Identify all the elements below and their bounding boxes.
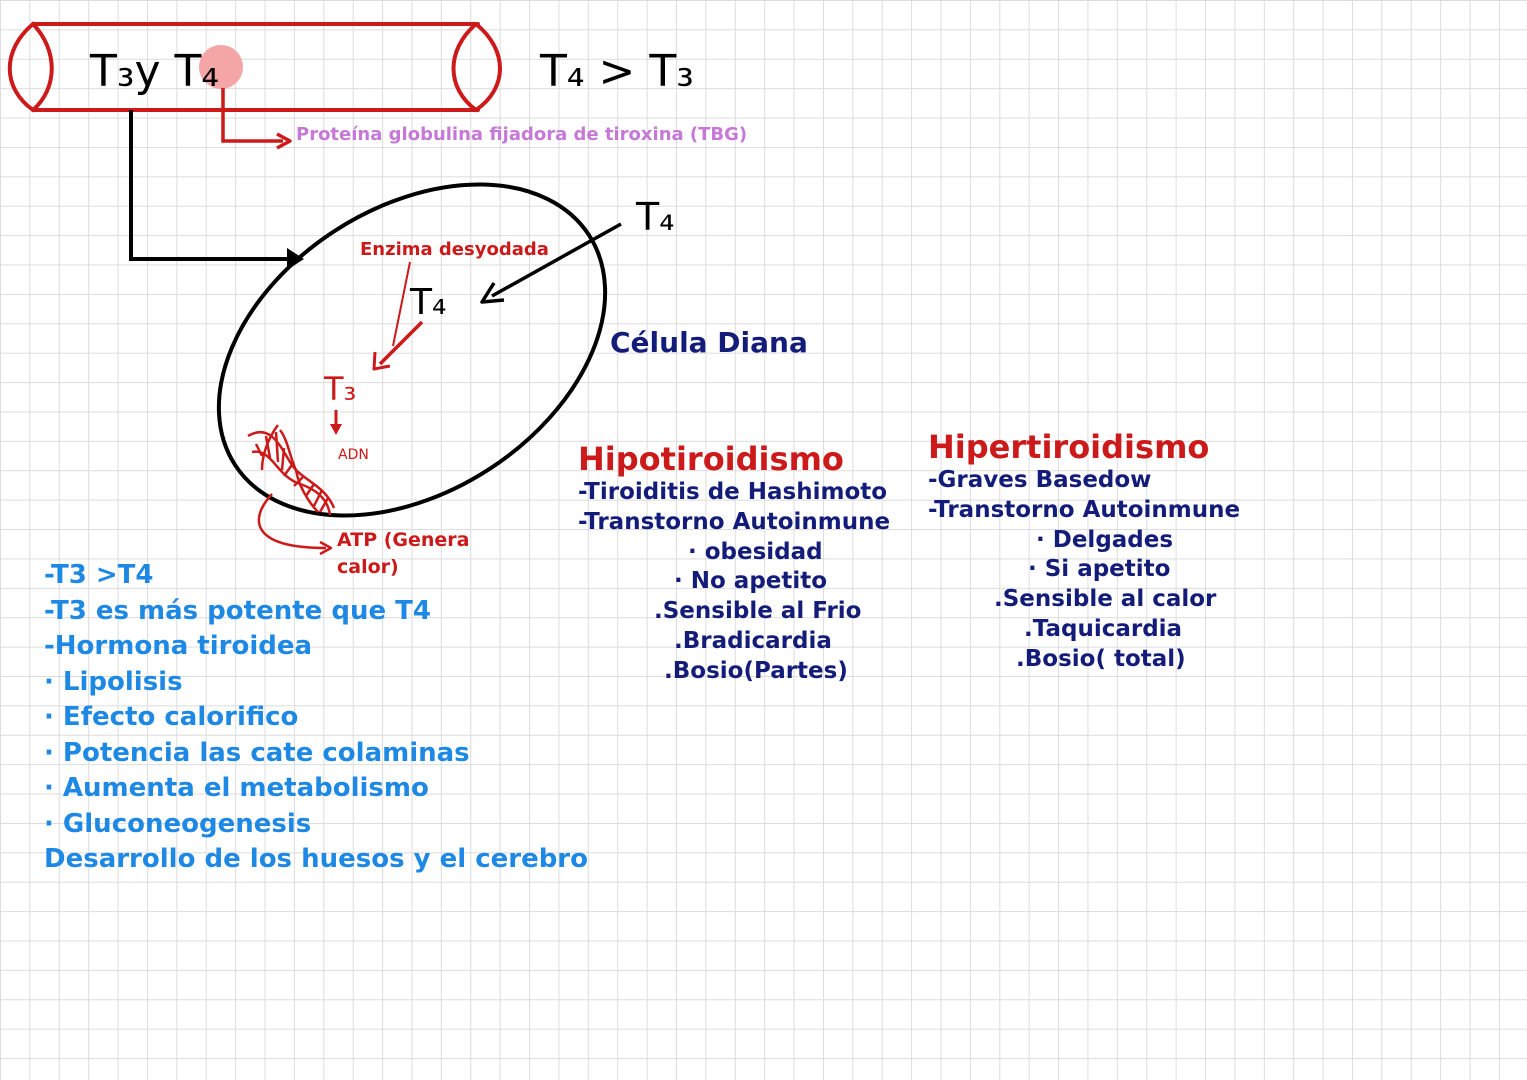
- note-item: · Gluconeogenesis: [44, 808, 312, 839]
- hipo-item: .Bosio(Partes): [664, 657, 848, 684]
- t4-to-t3-arrowhead: [372, 351, 391, 371]
- hipo-item: · obesidad: [688, 538, 823, 565]
- t4-entry-arrowhead: [480, 282, 505, 304]
- vessel-outline: [31, 22, 480, 112]
- hipo-item: -Transtorno Autoinmune: [578, 508, 891, 535]
- hiper-item: · Delgades: [1036, 526, 1174, 553]
- tbg-connector-line: [221, 88, 283, 143]
- blood-vessel: [7, 21, 502, 113]
- atp-label-line1: ATP (Genera: [337, 529, 470, 551]
- hipo-item: .Sensible al Frio: [654, 598, 862, 625]
- note-item: · Aumenta el metabolismo: [44, 773, 429, 803]
- thyroid-hormone-notes: -T3 >T4 -T3 es más potente que T4 -Hormo…: [44, 558, 588, 878]
- hiper-item: .Taquicardia: [1024, 615, 1183, 642]
- hiper-item: -Graves Basedow: [928, 467, 1152, 493]
- hipo-item: .Bradicardia: [674, 627, 832, 654]
- t4-inside-label: T₄: [409, 282, 446, 323]
- dna-to-atp-arrowhead: [319, 540, 333, 556]
- note-item: -Hormona tiroidea: [44, 631, 313, 661]
- tbg-arrowhead: [276, 132, 292, 150]
- hiper-item: -Transtorno Autoinmune: [928, 496, 1241, 523]
- vessel-right-end: [451, 22, 502, 113]
- note-item: -T3 >T4: [44, 560, 154, 590]
- dna-helix-icon: [247, 424, 336, 516]
- hipo-item: -Tiroiditis de Hashimoto: [578, 479, 888, 505]
- t4-outside-label: T₄: [635, 195, 674, 239]
- hipertiroidismo-title: Hipertiroidismo: [928, 428, 1210, 466]
- note-item: · Lipolisis: [44, 666, 183, 697]
- tbg-protein-circle: [199, 45, 243, 89]
- hipotiroidismo-title: Hipotiroidismo: [578, 440, 844, 478]
- hipo-item: · No apetito: [674, 568, 828, 595]
- note-item: · Efecto calorifico: [44, 702, 299, 732]
- target-cell-label: Célula Diana: [610, 326, 808, 359]
- t3-to-adn-arrowhead: [330, 424, 342, 435]
- dna-to-atp-arrow: [257, 493, 327, 550]
- t4-entry-arrow: [491, 222, 622, 298]
- hiper-item: · Si apetito: [1028, 556, 1171, 583]
- target-cell: [216, 182, 608, 518]
- vessel-left-end: [7, 21, 54, 113]
- vessel-hormones-label: T₃y T₄: [89, 46, 219, 97]
- hipotiroidismo-section: Hipotiroidismo -Tiroiditis de Hashimoto …: [578, 440, 890, 687]
- t4-to-t3-arrow: [378, 320, 424, 366]
- t3-inside-label: T₃: [323, 370, 356, 408]
- hipertiroidismo-section: Hipertiroidismo -Graves Basedow -Transto…: [928, 428, 1240, 675]
- note-item: · Potencia las cate colaminas: [44, 737, 470, 768]
- adn-label: ADN: [338, 447, 369, 463]
- vessel-to-cell-line: [129, 110, 292, 261]
- t4-greater-t3-label: T₄ > T₃: [539, 46, 694, 97]
- note-item: -T3 es más potente que T4: [44, 595, 431, 626]
- note-item: Desarrollo de los huesos y el cerebro: [44, 844, 588, 874]
- tbg-label: Proteína globulina fijadora de tiroxina …: [296, 124, 747, 145]
- enzyme-label: Enzima desyodada: [360, 239, 549, 260]
- hiper-item: .Bosio( total): [1016, 645, 1186, 672]
- atp-label-line2: calor): [337, 556, 399, 578]
- enzyme-pointer-line: [392, 261, 411, 347]
- hiper-item: .Sensible al calor: [994, 586, 1217, 613]
